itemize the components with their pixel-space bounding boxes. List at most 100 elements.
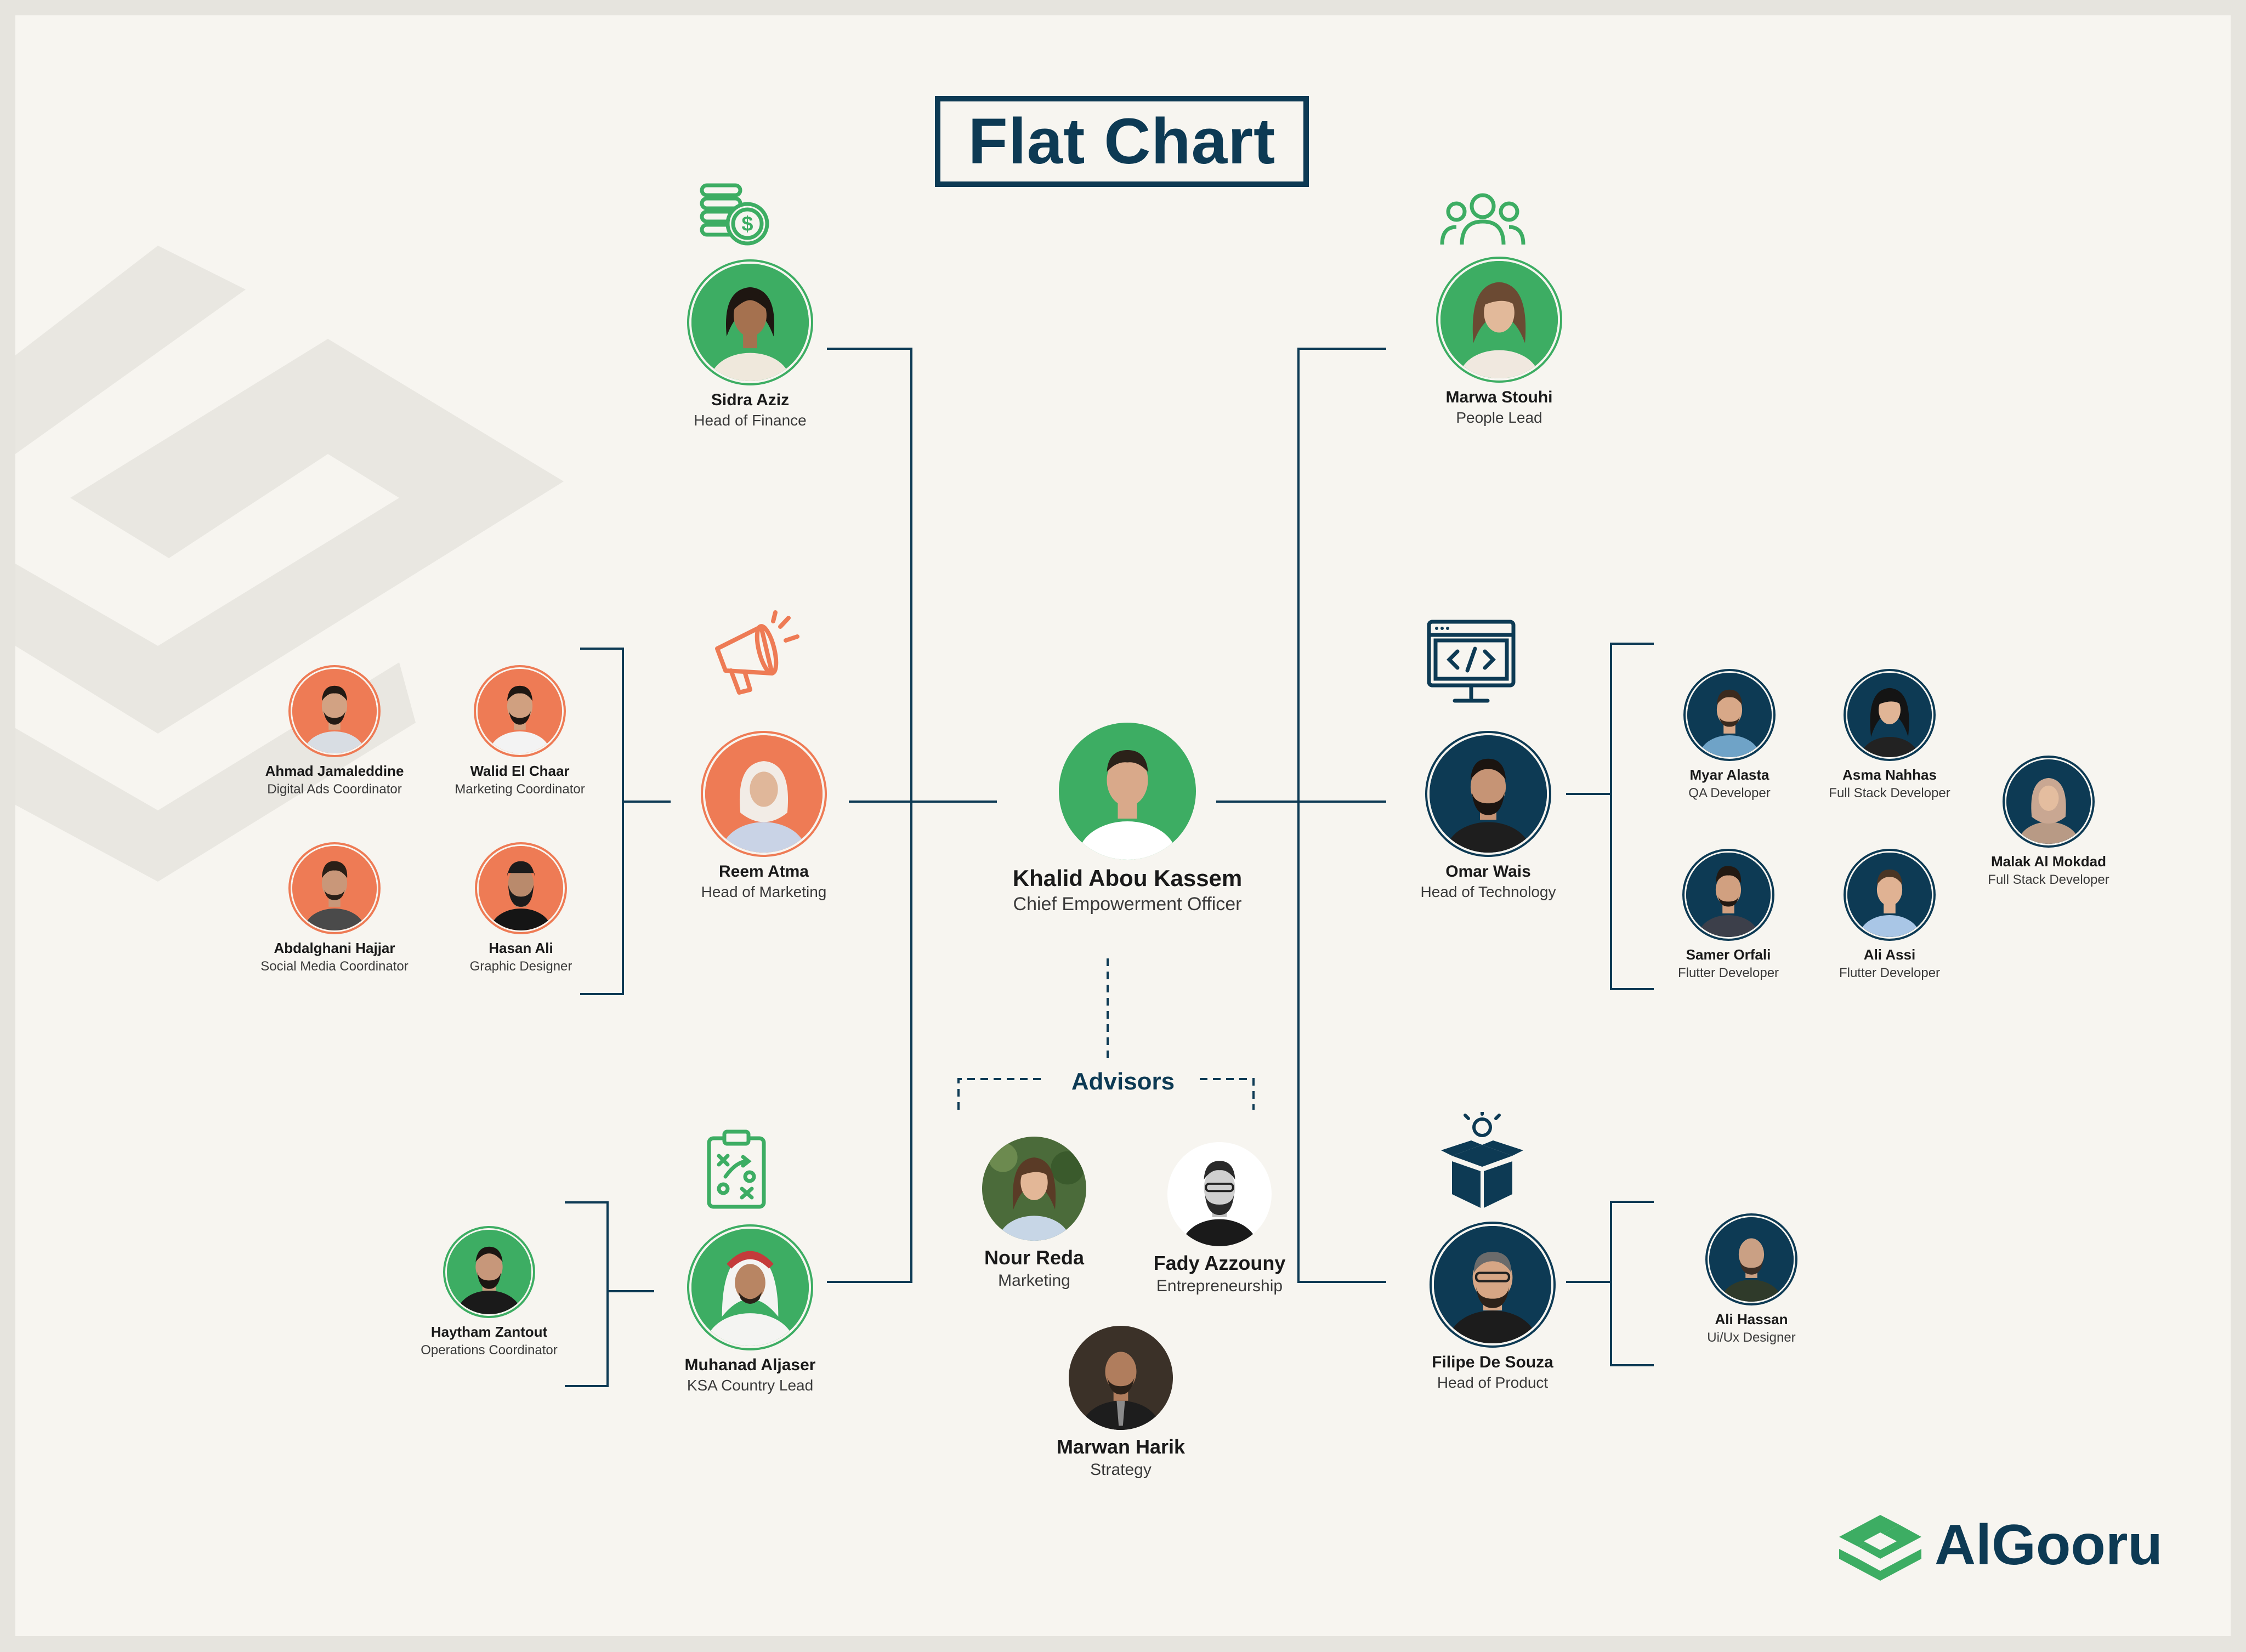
connector-line bbox=[827, 348, 912, 1283]
member-name: Malak Al Mokdad bbox=[1991, 853, 2106, 870]
marketing-member-walid-el-chaar[interactable]: Walid El Chaar Marketing Coordinator bbox=[399, 665, 640, 797]
avatar-ali-assi bbox=[1846, 851, 1933, 939]
head-ksa-name: Muhanad Aljaser bbox=[684, 1356, 816, 1374]
strategy-clipboard-icon bbox=[707, 1129, 766, 1209]
member-name: Ahmad Jamaleddine bbox=[265, 763, 404, 779]
connector-line bbox=[1297, 348, 1386, 1283]
member-role: Operations Coordinator bbox=[421, 1343, 558, 1358]
code-monitor-icon bbox=[1427, 620, 1516, 703]
head-marketing-role: Head of Marketing bbox=[701, 883, 827, 900]
connector-line bbox=[1610, 1201, 1654, 1366]
member-role: Digital Ads Coordinator bbox=[267, 782, 402, 797]
connector-line bbox=[565, 1201, 609, 1387]
member-role: Flutter Developer bbox=[1839, 966, 1941, 980]
member-role: Graphic Designer bbox=[469, 959, 572, 974]
avatar-abdalghani-hajjar bbox=[291, 844, 378, 932]
member-role: Flutter Developer bbox=[1677, 966, 1779, 980]
avatar-sidra-aziz bbox=[689, 262, 811, 383]
member-name: Ali Assi bbox=[1863, 946, 1916, 963]
head-technology-node[interactable]: Omar Wais Head of Technology bbox=[1368, 731, 1609, 901]
people-group-icon bbox=[1440, 193, 1525, 245]
avatar-ali-hassan bbox=[1708, 1216, 1795, 1303]
brand-name: AlGooru bbox=[1935, 1513, 2163, 1577]
member-name: Samer Orfali bbox=[1686, 946, 1771, 963]
member-name: Hasan Ali bbox=[489, 940, 553, 956]
advisor-nour-reda[interactable]: Nour Reda Marketing bbox=[914, 1137, 1155, 1290]
avatar-asma-nahhas bbox=[1846, 671, 1933, 759]
finance-coins-icon: $ bbox=[700, 183, 769, 246]
tech-member-ali-assi[interactable]: Ali Assi Flutter Developer bbox=[1769, 849, 2010, 981]
avatar-hasan-ali bbox=[477, 844, 565, 932]
member-role: Full Stack Developer bbox=[1829, 786, 1950, 801]
megaphone-icon bbox=[715, 610, 799, 695]
product-member-ali-hassan[interactable]: Ali Hassan Ui/Ux Designer bbox=[1631, 1213, 1872, 1346]
brand-logo: AlGooru bbox=[1834, 1504, 2185, 1586]
ceo-node[interactable]: Khalid Abou Kassem Chief Empowerment Off… bbox=[1007, 723, 1248, 915]
advisor-marwan-harik[interactable]: Marwan Harik Strategy bbox=[1000, 1326, 1241, 1479]
tech-member-samer-orfali[interactable]: Samer Orfali Flutter Developer bbox=[1608, 849, 1849, 981]
member-role: Marketing Coordinator bbox=[455, 782, 585, 797]
marketing-member-ahmad-jamaleddine[interactable]: Ahmad Jamaleddine Digital Ads Coordinato… bbox=[214, 665, 455, 797]
advisors-dashed-line bbox=[957, 1078, 1046, 1110]
marketing-member-hasan-ali[interactable]: Hasan Ali Graphic Designer bbox=[400, 842, 642, 974]
head-people-name: Marwa Stouhi bbox=[1445, 388, 1553, 406]
head-people-node[interactable]: Marwa Stouhi People Lead bbox=[1379, 257, 1620, 427]
member-name: Ali Hassan bbox=[1715, 1311, 1788, 1327]
connector-line bbox=[580, 648, 624, 995]
tech-member-malak-al-mokdad[interactable]: Malak Al Mokdad Full Stack Developer bbox=[1928, 756, 2169, 888]
tech-member-asma-nahhas[interactable]: Asma Nahhas Full Stack Developer bbox=[1769, 669, 2010, 801]
head-product-name: Filipe De Souza bbox=[1432, 1353, 1553, 1371]
head-product-role: Head of Product bbox=[1437, 1374, 1549, 1391]
ceo-name: Khalid Abou Kassem bbox=[1012, 865, 1243, 891]
avatar-filipe-de-souza bbox=[1432, 1224, 1553, 1346]
avatar-marwan-harik bbox=[1069, 1326, 1173, 1430]
member-name: Myar Alasta bbox=[1689, 767, 1769, 783]
advisor-name: Marwan Harik bbox=[1056, 1435, 1186, 1458]
head-marketing-node[interactable]: Reem Atma Head of Marketing bbox=[643, 731, 884, 901]
chart-title: Flat Chart bbox=[968, 105, 1276, 178]
svg-text:$: $ bbox=[741, 213, 753, 236]
head-ksa-node[interactable]: Muhanad Aljaser KSA Country Lead bbox=[629, 1224, 871, 1394]
avatar-samer-orfali bbox=[1684, 851, 1772, 939]
org-chart-page: Flat Chart $ bbox=[15, 15, 2231, 1636]
tech-member-myar-alasta[interactable]: Myar Alasta QA Developer bbox=[1609, 669, 1850, 801]
advisor-role: Strategy bbox=[1090, 1461, 1152, 1479]
product-box-icon bbox=[1441, 1112, 1523, 1208]
head-product-node[interactable]: Filipe De Souza Head of Product bbox=[1372, 1222, 1613, 1392]
avatar-ahmad-jamaleddine bbox=[291, 667, 378, 755]
marketing-member-abdalghani-hajjar[interactable]: Abdalghani Hajjar Social Media Coordinat… bbox=[214, 842, 455, 974]
member-name: Abdalghani Hajjar bbox=[274, 940, 395, 956]
head-ksa-role: KSA Country Lead bbox=[687, 1377, 814, 1394]
avatar-fady-azzouny bbox=[1167, 1142, 1272, 1246]
member-role: Full Stack Developer bbox=[1988, 872, 2109, 887]
avatar-malak-al-mokdad bbox=[2005, 758, 2092, 845]
avatar-muhanad-aljaser bbox=[689, 1227, 811, 1348]
avatar-haytham-zantout bbox=[445, 1228, 533, 1316]
head-people-role: People Lead bbox=[1456, 409, 1542, 426]
head-finance-name: Sidra Aziz bbox=[711, 391, 790, 409]
member-name: Haytham Zantout bbox=[430, 1324, 548, 1340]
advisor-role: Marketing bbox=[998, 1271, 1070, 1290]
member-role: Ui/Ux Designer bbox=[1707, 1330, 1796, 1345]
head-finance-node[interactable]: Sidra Aziz Head of Finance bbox=[629, 259, 871, 429]
ceo-role: Chief Empowerment Officer bbox=[1013, 894, 1242, 915]
connector-lines bbox=[565, 348, 1654, 1387]
advisors-label: Advisors bbox=[1046, 1068, 1200, 1095]
member-name: Asma Nahhas bbox=[1842, 767, 1937, 783]
avatar-myar-alasta bbox=[1686, 671, 1773, 759]
advisor-name: Fady Azzouny bbox=[1153, 1252, 1286, 1274]
avatar-nour-reda bbox=[982, 1137, 1086, 1241]
head-finance-role: Head of Finance bbox=[694, 412, 807, 429]
avatar-omar-wais bbox=[1427, 733, 1549, 855]
avatar-ceo bbox=[1059, 723, 1196, 860]
ksa-member-haytham-zantout[interactable]: Haytham Zantout Operations Coordinator bbox=[368, 1226, 610, 1358]
advisors-dashed-line bbox=[1200, 1078, 1255, 1110]
member-role: QA Developer bbox=[1688, 786, 1771, 801]
avatar-reem-atma bbox=[703, 733, 825, 855]
member-role: Social Media Coordinator bbox=[260, 959, 409, 974]
connector-line bbox=[1610, 643, 1654, 990]
avatar-walid-el-chaar bbox=[476, 667, 564, 755]
avatar-marwa-stouhi bbox=[1438, 259, 1560, 381]
advisor-fady-azzouny[interactable]: Fady Azzouny Entrepreneurship bbox=[1099, 1142, 1340, 1296]
advisor-role: Entrepreneurship bbox=[1156, 1277, 1283, 1295]
